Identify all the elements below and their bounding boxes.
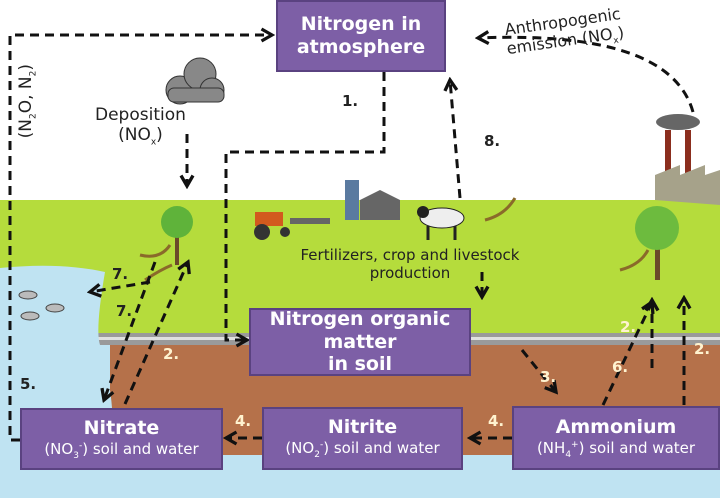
step-1: 1. bbox=[342, 92, 359, 110]
arrow-ammonification bbox=[520, 349, 556, 392]
step-6: 6. bbox=[612, 358, 629, 376]
step-5: 5. bbox=[20, 375, 37, 393]
nitrite-formula: (NO2-) soil and water bbox=[285, 439, 440, 460]
step-2-right-b: 2. bbox=[694, 340, 711, 358]
box-nitrate: Nitrate (NO3-) soil and water bbox=[20, 408, 223, 470]
atmosphere-line2: atmosphere bbox=[296, 36, 426, 58]
tractor-icon bbox=[254, 212, 330, 240]
step-2-right-a: 2. bbox=[620, 318, 637, 336]
barn-icon bbox=[345, 180, 400, 220]
box-nitrogen-atmosphere: Nitrogen in atmosphere bbox=[276, 0, 446, 72]
nitrite-title: Nitrite bbox=[327, 416, 398, 439]
arrow-denitrification bbox=[8, 35, 272, 442]
rain-cloud-icon bbox=[165, 57, 225, 105]
arrow-ammonium-uptake bbox=[601, 302, 652, 406]
deposition-label: Deposition (NOx) bbox=[95, 105, 186, 148]
organic-line1: Nitrogen organic matter bbox=[269, 307, 451, 353]
ammonium-formula: (NH4+) soil and water bbox=[536, 438, 696, 460]
step-3: 3. bbox=[540, 368, 557, 386]
arrow-fixation bbox=[224, 72, 386, 340]
box-organic-matter: Nitrogen organic matter in soil bbox=[249, 308, 471, 376]
step-8: 8. bbox=[484, 132, 501, 150]
nitrate-title: Nitrate bbox=[83, 416, 160, 439]
step-4-right: 4. bbox=[488, 412, 505, 430]
arrow-plant-return bbox=[104, 261, 157, 400]
tree-icon bbox=[635, 206, 679, 280]
atmosphere-line1: Nitrogen in bbox=[300, 13, 422, 36]
box-nitrite: Nitrite (NO2-) soil and water bbox=[262, 407, 463, 470]
cow-icon bbox=[417, 206, 465, 240]
arrow-fish bbox=[90, 280, 151, 292]
ammonium-title: Ammonium bbox=[555, 415, 677, 438]
tree-icon bbox=[161, 206, 193, 265]
arrow-anthropogenic bbox=[478, 37, 695, 113]
factory-icon bbox=[655, 114, 720, 205]
arrow-nitrate-uptake bbox=[123, 262, 188, 405]
box-ammonium: Ammonium (NH4+) soil and water bbox=[512, 406, 720, 470]
step-4-left: 4. bbox=[235, 412, 252, 430]
gases-label: (N2O, N2) bbox=[15, 64, 39, 139]
fish-icon bbox=[18, 290, 65, 321]
step-7-bottom: 7. bbox=[116, 302, 133, 320]
wheat-icon bbox=[139, 197, 650, 282]
step-2-left: 2. bbox=[163, 345, 180, 363]
step-7-top: 7. bbox=[112, 265, 129, 283]
nitrate-formula: (NO3-) soil and water bbox=[44, 439, 199, 461]
organic-line2: in soil bbox=[327, 353, 393, 376]
arrow-livestock-emission bbox=[450, 80, 462, 199]
fertilizers-label: Fertilizers, crop and livestock producti… bbox=[300, 246, 520, 282]
